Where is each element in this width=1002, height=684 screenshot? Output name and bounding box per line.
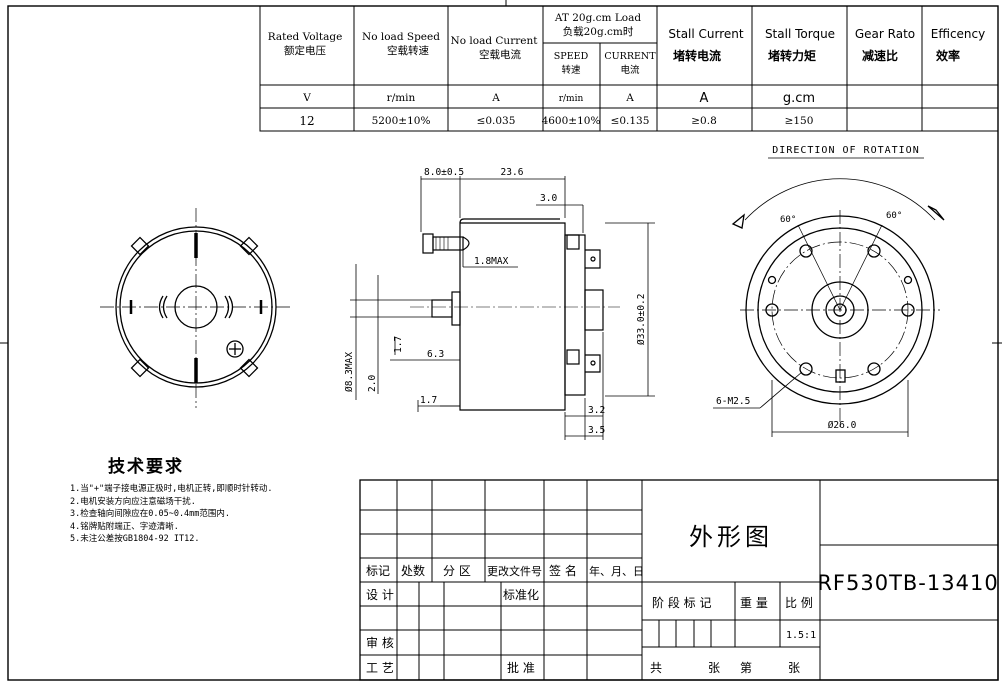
technical-requirements: 技术要求 1.当"+"端子接电源正极时,电机正转,即顺时针转动. 2.电机安装方… (70, 452, 350, 546)
hdr-efficiency-cn: 效率 (936, 48, 960, 63)
tb-sign: 签 名 (549, 563, 577, 578)
pcd-label: Ø26.0 (828, 420, 857, 431)
hdr-no-load-current-en: No load Current (451, 35, 539, 47)
note-item: 5.未注公差按GB1804-92 IT12. (70, 534, 200, 545)
hdr-no-load-current-cn: 空载电流 (479, 48, 521, 61)
tb-sheet-unit: 张 (788, 661, 800, 675)
tb-total: 共 (650, 661, 662, 675)
hdr-load-speed-en: SPEED (554, 51, 589, 62)
note-item: 4.铭牌贴附端正、字迹清晰. (70, 521, 179, 532)
angle-60-left: 60° (780, 215, 796, 225)
plus-terminal-icon (226, 340, 244, 358)
tb-stage-mark: 阶 段 标 记 (652, 595, 711, 610)
unit-load-current: A (625, 92, 634, 104)
unit-no-load-current: A (491, 92, 500, 104)
tb-scale: 1.5:1 (786, 630, 816, 641)
tb-standardize: 标准化 (503, 588, 539, 602)
hdr-stall-torque-cn: 堵转力矩 (768, 48, 816, 63)
rear-view (100, 208, 290, 408)
notes-list: 1.当"+"端子接电源正极时,电机正转,即顺时针转动. 2.电机安装方向应注意磁… (70, 483, 350, 546)
title-block-text: 标记 处数 分 区 更改文件号 签 名 年、月、日 设 计 标准化 审 核 工 … (366, 523, 998, 675)
val-load-speed: 4600±10% (542, 115, 601, 127)
title-block (359, 479, 999, 681)
hdr-load-current-en: CURRENT (604, 51, 656, 62)
front-view-dimensions (713, 157, 924, 437)
tb-part-number: RF530TB-13410 (817, 571, 998, 595)
direction-of-rotation-label: DIRECTION OF ROTATION (772, 145, 919, 156)
tb-process: 工 艺 (366, 661, 394, 675)
dim-3-2: 3.2 (588, 405, 605, 416)
hdr-no-load-speed-en: No load Speed (362, 31, 440, 43)
tb-approve: 批 准 (507, 660, 535, 675)
val-no-load-speed: 5200±10% (372, 115, 431, 127)
notes-title: 技术要求 (108, 457, 184, 477)
dim-23-6: 23.6 (501, 167, 524, 178)
tb-date: 年、月、日 (589, 564, 644, 578)
front-view-labels: DIRECTION OF ROTATION 60° 60° 6-M2.5 Ø26… (716, 145, 919, 431)
angle-60-right: 60° (886, 211, 902, 221)
dim-8-0: 8.0±0.5 (424, 167, 464, 178)
tb-weight: 重 量 (740, 596, 768, 610)
side-view (410, 218, 620, 411)
note-item: 1.当"+"端子接电源正极时,电机正转,即顺时针转动. (70, 484, 273, 494)
hdr-stall-current-cn: 堵转电流 (673, 48, 721, 63)
note-item: 3.检查轴向间隙应在0.05~0.4mm范围内. (70, 509, 231, 520)
dim-1-8max: 1.8MAX (474, 256, 509, 267)
tb-drawing-name: 外形图 (689, 523, 773, 551)
tb-sheet-no: 第 (740, 661, 752, 675)
note-item: 2.电机安装方向应注意磁场干扰. (70, 496, 196, 507)
hdr-efficiency-en: Efficency (931, 27, 985, 41)
holes-label: 6-M2.5 (716, 396, 750, 407)
tb-sheets: 张 (708, 661, 720, 675)
unit-no-load-speed: r/min (387, 92, 416, 104)
dim-6-3: 6.3 (427, 349, 444, 360)
unit-load-speed: r/min (559, 94, 584, 104)
dim-3-5: 3.5 (588, 425, 605, 436)
tb-mark: 标记 (366, 564, 390, 578)
hdr-gear-ratio-cn: 减速比 (862, 48, 898, 63)
unit-stall-current: A (700, 91, 709, 106)
hdr-load-group-cn: 负载20g.cm时 (563, 25, 634, 38)
tb-count: 处数 (401, 563, 425, 578)
tb-scale-label: 比 例 (785, 596, 813, 610)
unit-voltage: V (302, 92, 311, 104)
dim-3-0: 3.0 (540, 193, 557, 204)
mounting-holes (765, 244, 915, 376)
spec-table: Rated Voltage 额定电压 No load Speed 空载转速 No… (259, 5, 999, 132)
val-load-current: ≤0.135 (611, 115, 650, 127)
tb-design: 设 计 (366, 588, 394, 602)
dim-1-7b: 1.7 (420, 395, 437, 406)
hdr-load-speed-cn: 转速 (561, 64, 581, 76)
val-no-load-current: ≤0.035 (477, 115, 516, 127)
dim-8-3max: Ø8.3MAX (344, 352, 355, 392)
hdr-stall-torque-en: Stall Torque (765, 27, 835, 41)
tb-zone: 分 区 (443, 564, 471, 578)
hdr-load-current-cn: 电流 (620, 64, 640, 76)
dim-2-0: 2.0 (367, 375, 378, 392)
unit-stall-torque: g.cm (783, 91, 815, 106)
front-view (731, 178, 945, 430)
side-view-dimensions (350, 176, 655, 440)
dim-33-0: Ø33.0±0.2 (636, 294, 647, 345)
hdr-rated-voltage-cn: 额定电压 (284, 44, 326, 57)
tb-review: 审 核 (366, 635, 394, 650)
tb-change-doc: 更改文件号 (487, 564, 542, 578)
hdr-rated-voltage-en: Rated Voltage (268, 31, 343, 43)
val-voltage: 12 (299, 114, 314, 128)
hdr-gear-ratio-en: Gear Rato (855, 27, 915, 41)
hdr-no-load-speed-cn: 空载转速 (387, 44, 429, 57)
val-stall-torque: ≥150 (785, 115, 814, 127)
val-stall-current: ≥0.8 (691, 115, 717, 127)
brush-slots (129, 233, 263, 383)
side-view-dim-labels: 8.0±0.5 23.6 3.0 1.8MAX Ø8.3MAX 1.7 6.3 … (344, 167, 647, 436)
hdr-stall-current-en: Stall Current (668, 27, 744, 41)
hdr-load-group-en: AT 20g.cm Load (554, 12, 641, 24)
dim-1-7a: 1.7 (393, 336, 404, 353)
